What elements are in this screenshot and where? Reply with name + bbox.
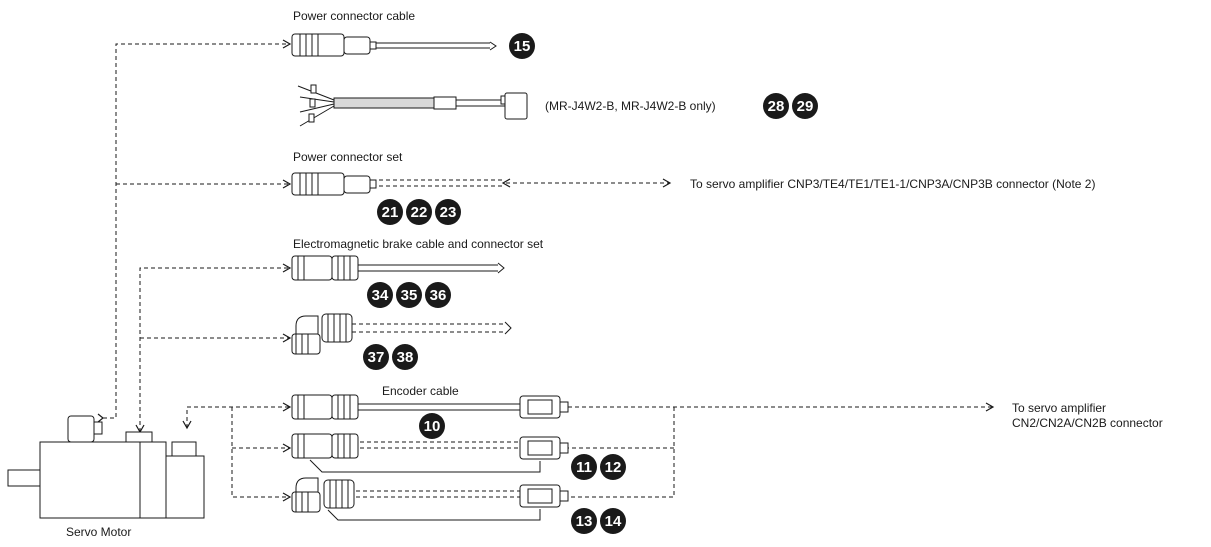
svg-text:14: 14: [605, 513, 622, 530]
power-connector-cable: [291, 33, 497, 57]
svg-text:12: 12: [605, 459, 622, 476]
svg-text:38: 38: [397, 349, 414, 366]
svg-text:13: 13: [576, 513, 593, 530]
badge-14: 14: [600, 508, 626, 534]
badge-21: 21: [377, 199, 403, 225]
svg-text:22: 22: [411, 204, 428, 221]
brake-cable-label: Electromagnetic brake cable and connecto…: [293, 237, 544, 251]
encoder-cable-13-14: [291, 477, 569, 521]
badge-37: 37: [363, 344, 389, 370]
badge-13: 13: [571, 508, 597, 534]
encoder-cable-label: Encoder cable: [382, 384, 459, 398]
svg-text:21: 21: [382, 204, 399, 221]
power-connector-set: [291, 172, 377, 196]
badge-35: 35: [396, 282, 422, 308]
badge-10: 10: [419, 413, 445, 439]
brake-cable-straight: [291, 255, 505, 281]
badge-11: 11: [571, 454, 597, 480]
brake-cable-right-angle: [291, 313, 512, 355]
encoder-cable-straight: [291, 394, 569, 420]
badge-36: 36: [425, 282, 451, 308]
badge-34: 34: [367, 282, 393, 308]
encoder-cable-11-12: [291, 433, 569, 473]
svg-text:10: 10: [424, 418, 441, 435]
badge-12: 12: [600, 454, 626, 480]
svg-text:35: 35: [401, 287, 418, 304]
servo-motor-label: Servo Motor: [66, 525, 132, 539]
amplifier-power-destination: To servo amplifier CNP3/TE4/TE1/TE1-1/CN…: [690, 177, 1096, 191]
svg-text:29: 29: [797, 98, 814, 115]
power-connector-set-label: Power connector set: [293, 150, 403, 164]
svg-text:37: 37: [368, 349, 385, 366]
power-cable-model-note: (MR-J4W2-B, MR-J4W2-B only): [545, 99, 716, 113]
loose-wire-cable: [297, 84, 528, 127]
servo-motor: [7, 415, 205, 519]
svg-text:36: 36: [430, 287, 447, 304]
badge-28: 28: [763, 93, 789, 119]
badge-29: 29: [792, 93, 818, 119]
badge-22: 22: [406, 199, 432, 225]
dashed-wiring: [103, 43, 993, 498]
badge-15: 15: [509, 33, 535, 59]
svg-text:11: 11: [576, 459, 592, 476]
encoder-destination-line1: To servo amplifier: [1012, 401, 1107, 415]
svg-text:23: 23: [440, 204, 457, 221]
svg-text:28: 28: [768, 98, 785, 115]
badge-38: 38: [392, 344, 418, 370]
badges: 15 28 29 21 22 23 34 35: [363, 33, 818, 534]
power-connector-cable-label: Power connector cable: [293, 9, 416, 23]
svg-text:34: 34: [372, 287, 389, 304]
badge-23: 23: [435, 199, 461, 225]
encoder-destination-line2: CN2/CN2A/CN2B connector: [1012, 416, 1163, 430]
svg-text:15: 15: [514, 38, 531, 55]
